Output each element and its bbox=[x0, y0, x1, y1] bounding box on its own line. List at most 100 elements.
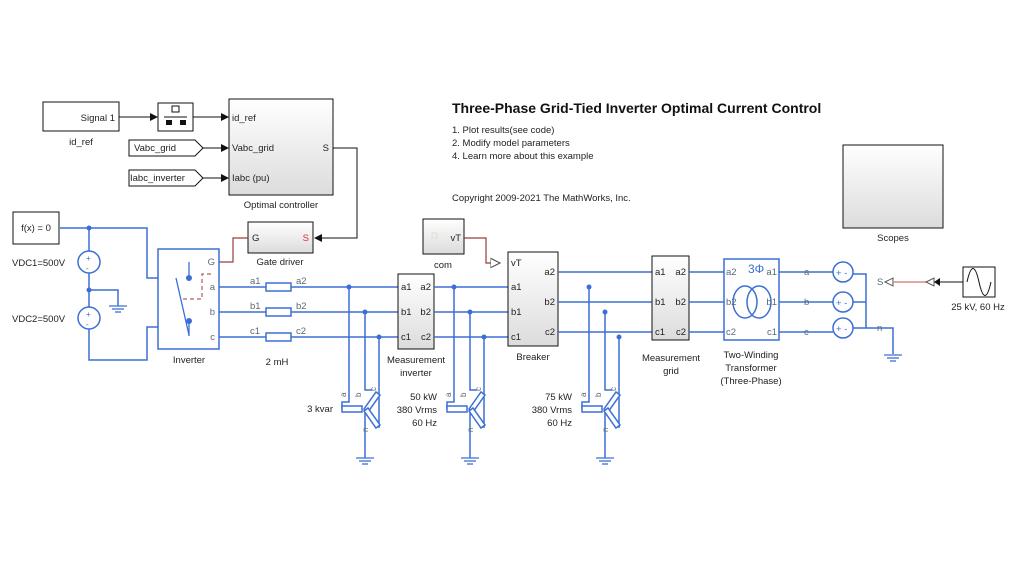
port-a1: a1 bbox=[766, 267, 777, 278]
vdc2-source[interactable]: +- bbox=[77, 306, 101, 330]
inductor-block[interactable]: a1 a2 b1 b2 c1 c2 2 mH bbox=[250, 276, 307, 368]
load3-label-2: 380 Vrms bbox=[532, 405, 573, 416]
svg-text:+ -: + - bbox=[836, 268, 847, 279]
ground-icon bbox=[109, 305, 127, 313]
model-title: Three-Phase Grid-Tied Inverter Optimal C… bbox=[452, 100, 821, 116]
port-c2: c2 bbox=[421, 332, 431, 343]
port-n: n bbox=[466, 428, 475, 432]
port-c1: c1 bbox=[767, 327, 777, 338]
port-vabc-grid: Vabc_grid bbox=[232, 143, 274, 154]
port-a2: a2 bbox=[675, 267, 686, 278]
solver-content: f(x) = 0 bbox=[21, 223, 51, 234]
port-b1: b1 bbox=[250, 301, 261, 312]
meas-inv-label-2: inverter bbox=[400, 368, 432, 379]
controller-label: Optimal controller bbox=[244, 200, 318, 211]
transformer-label-3: (Three-Phase) bbox=[720, 376, 781, 387]
goto-vabc-grid[interactable]: Vabc_grid bbox=[128, 139, 204, 157]
load2-label-3: 60 Hz bbox=[412, 418, 437, 429]
port-c2: c2 bbox=[726, 327, 736, 338]
port-a: a bbox=[339, 392, 348, 397]
port-c: c bbox=[609, 387, 618, 391]
port-a1: a1 bbox=[655, 267, 666, 278]
inverter-block[interactable]: G a b c Inverter bbox=[157, 248, 220, 366]
link-modify-parameters[interactable]: 2. Modify model parameters bbox=[452, 138, 570, 149]
port-a: a bbox=[444, 392, 453, 397]
meas-inv-label-1: Measurement bbox=[387, 355, 445, 366]
id-ref-content: Signal 1 bbox=[81, 113, 115, 124]
port-a: a bbox=[804, 267, 810, 278]
inductor-label: 2 mH bbox=[266, 357, 289, 368]
grid-voltage-source[interactable]: + -+ -+ - a b c n S bbox=[779, 261, 902, 362]
goto-iabc-inverter[interactable]: Iabc_inverter bbox=[128, 169, 204, 187]
load3-label-3: 60 Hz bbox=[547, 418, 572, 429]
port-c1: c1 bbox=[655, 327, 665, 338]
transformer-label-2: Transformer bbox=[725, 363, 776, 374]
svg-text:-: - bbox=[86, 320, 89, 329]
port-a2: a2 bbox=[544, 267, 555, 278]
port-a2: a2 bbox=[726, 267, 737, 278]
svg-text:-: - bbox=[86, 264, 89, 273]
scopes-block[interactable]: Scopes bbox=[842, 144, 944, 244]
port-a1: a1 bbox=[250, 276, 261, 287]
goto-vabc-label: Vabc_grid bbox=[134, 143, 176, 154]
optimal-controller-block[interactable]: id_ref Vabc_grid Iabc (pu) S Optimal con… bbox=[228, 98, 334, 211]
sine-wave-block[interactable]: 25 kV, 60 Hz bbox=[951, 266, 1005, 313]
id-ref-block[interactable]: Signal 1 id_ref bbox=[42, 101, 120, 148]
inverter-label: Inverter bbox=[173, 355, 205, 366]
port-a: a bbox=[210, 282, 216, 293]
measurement-inverter-block[interactable]: a1 a2 b1 b2 c1 c2 Measurement inverter bbox=[387, 273, 445, 379]
port-c1: c1 bbox=[401, 332, 411, 343]
port-c2: c2 bbox=[676, 327, 686, 338]
port-c1: c1 bbox=[511, 332, 521, 343]
breaker-block[interactable]: vT a1 b1 c1 a2 b2 c2 Breaker bbox=[507, 251, 559, 363]
port-g: G bbox=[252, 233, 259, 244]
port-b: b bbox=[210, 307, 215, 318]
port-b: b bbox=[804, 297, 809, 308]
gate-driver-block[interactable]: G S Gate driver bbox=[247, 221, 314, 268]
port-c: c bbox=[369, 387, 378, 391]
port-iabc: Iabc (pu) bbox=[232, 173, 270, 184]
measurement-grid-block[interactable]: a1 a2 b1 b2 c1 c2 Measurement grid bbox=[642, 255, 700, 377]
load3-label-1: 75 kW bbox=[545, 392, 572, 403]
com-block[interactable]: vT com bbox=[422, 218, 465, 271]
port-c2: c2 bbox=[545, 327, 555, 338]
powergui-solver-block[interactable]: f(x) = 0 bbox=[12, 211, 60, 245]
vdc1-label: VDC1=500V bbox=[12, 258, 66, 269]
copyright: Copyright 2009-2021 The MathWorks, Inc. bbox=[452, 193, 631, 204]
port-c: c bbox=[210, 332, 215, 343]
port-n: n bbox=[877, 323, 882, 334]
port-s-red: S bbox=[303, 233, 309, 244]
link-learn-more[interactable]: 4. Learn more about this example bbox=[452, 151, 594, 162]
id-ref-label: id_ref bbox=[69, 137, 93, 148]
vdc2-label: VDC2=500V bbox=[12, 314, 66, 325]
port-vt: vT bbox=[450, 233, 461, 244]
svg-text:+ -: + - bbox=[836, 298, 847, 309]
port-s: S bbox=[323, 143, 329, 154]
port-g: G bbox=[208, 257, 215, 268]
annotation: Three-Phase Grid-Tied Inverter Optimal C… bbox=[452, 100, 821, 204]
transformer-label-1: Two-Winding bbox=[724, 350, 779, 361]
switch-icon bbox=[175, 262, 214, 336]
com-label: com bbox=[434, 260, 452, 271]
sine-label: 25 kV, 60 Hz bbox=[951, 302, 1005, 313]
scopes-label: Scopes bbox=[877, 233, 909, 244]
link-plot-results[interactable]: 1. Plot results(see code) bbox=[452, 125, 554, 136]
port-c: c bbox=[474, 387, 483, 391]
three-phase-symbol: 3Φ bbox=[748, 262, 764, 276]
transformer-block[interactable]: 3Φ a2 b2 c2 a1 b1 c1 Two-Winding Transfo… bbox=[720, 258, 782, 387]
sine-icon bbox=[966, 268, 992, 296]
port-b1: b1 bbox=[655, 297, 666, 308]
port-b2: b2 bbox=[296, 301, 307, 312]
port-b: b bbox=[594, 392, 603, 397]
load1-label: 3 kvar bbox=[307, 404, 333, 415]
port-a2: a2 bbox=[296, 276, 307, 287]
port-b2: b2 bbox=[544, 297, 555, 308]
vdc1-source[interactable]: +- bbox=[77, 250, 101, 274]
svg-text:+ -: + - bbox=[836, 324, 847, 335]
port-s: S bbox=[877, 277, 883, 288]
bus-creator-block[interactable] bbox=[157, 102, 194, 132]
load-3kvar[interactable]: a b c n 3 kvar bbox=[307, 284, 382, 465]
load2-label-1: 50 kW bbox=[410, 392, 437, 403]
